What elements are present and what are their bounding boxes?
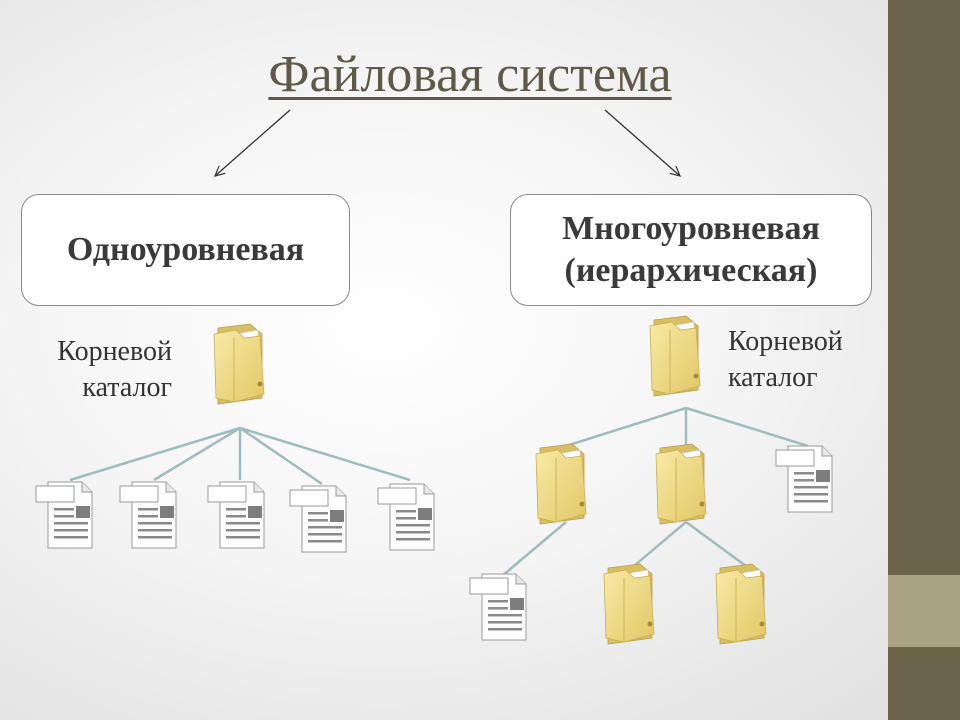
page-title: Файловая система bbox=[268, 46, 672, 103]
root-label-left-line1: Корневой bbox=[57, 336, 172, 367]
folder-icon bbox=[655, 443, 707, 525]
root-catalog-label-right: Корневой каталог bbox=[728, 324, 878, 397]
arrow-to-single bbox=[215, 109, 291, 176]
document-icon bbox=[207, 481, 265, 549]
document-icon bbox=[469, 573, 527, 641]
root-label-right-line2: каталог bbox=[728, 362, 818, 394]
side-stripe-light bbox=[888, 575, 960, 647]
root-catalog-label-left: Корневой каталог bbox=[38, 334, 172, 407]
left-connectors bbox=[69, 426, 411, 486]
right-connectors bbox=[501, 406, 809, 577]
document-icon bbox=[35, 481, 93, 549]
root-folder-icon-left bbox=[213, 323, 265, 405]
arrow-to-multi bbox=[604, 109, 680, 176]
folder-icon bbox=[715, 563, 767, 645]
single-level-box: Одноуровневая bbox=[21, 194, 350, 306]
root-folder-icon-right bbox=[649, 315, 701, 397]
document-icon bbox=[289, 485, 347, 553]
document-icon bbox=[377, 483, 435, 551]
multi-level-box: Многоуровневая (иерархическая) bbox=[510, 194, 872, 306]
single-level-label: Одноуровневая bbox=[66, 230, 305, 268]
multi-level-label-line1: Многоуровневая bbox=[562, 209, 820, 247]
multi-level-label-line2: (иерархическая) bbox=[564, 252, 818, 289]
folder-icon bbox=[603, 563, 655, 645]
document-icon bbox=[775, 445, 833, 513]
folder-icon bbox=[535, 443, 587, 525]
root-label-right-line1: Корневой bbox=[728, 326, 843, 357]
document-icon bbox=[119, 481, 177, 549]
root-label-left-line2: каталог bbox=[82, 372, 172, 404]
